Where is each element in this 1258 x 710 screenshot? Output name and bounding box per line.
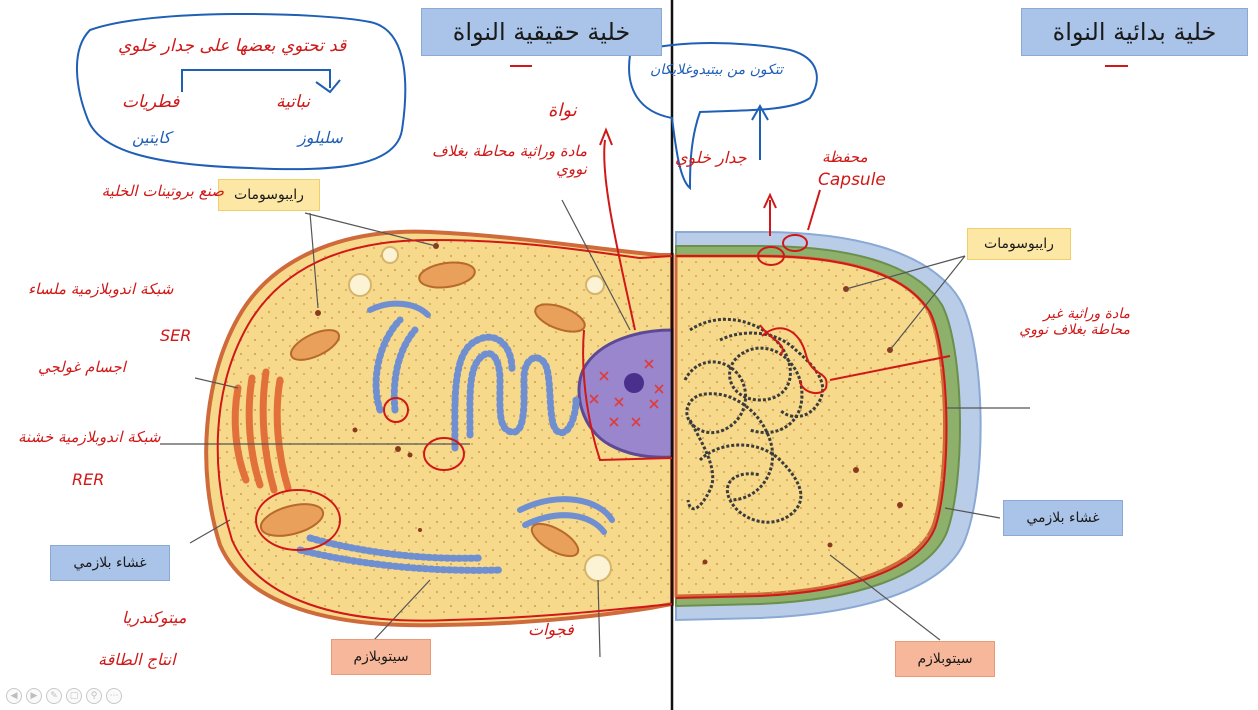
note-fungi: فطريات: [122, 92, 179, 112]
note-vacuoles: فجوات: [528, 620, 574, 639]
forward-icon[interactable]: ▶: [26, 688, 42, 704]
prokaryotic-cell: [676, 232, 981, 620]
note-cell-wall: قد تحتوي بعضها على جدار خلوي: [118, 36, 346, 56]
note-energy: انتاج الطاقة: [98, 650, 176, 669]
prokaryote-title: خلية بدائية النواة: [1021, 8, 1248, 56]
zoom-icon[interactable]: ⚲: [86, 688, 102, 704]
note-chitin: كايتين: [132, 128, 171, 147]
cytoplasm-label-right: سيتوبلازم: [895, 641, 995, 677]
ribosomes-label-right: رايبوسومات: [967, 228, 1071, 260]
note-capsule-en: Capsule: [818, 170, 886, 190]
plasma-membrane-label-left: غشاء بلازمي: [50, 545, 170, 581]
eukaryote-title: خلية حقيقية النواة: [421, 8, 662, 56]
note-prok-genetic-material: مادة وراثية غير محاطة بغلاف نووي: [1000, 306, 1130, 338]
back-icon[interactable]: ◀: [6, 688, 22, 704]
note-golgi: اجسام غولجي: [38, 358, 126, 376]
note-capsule-ar: محفظة: [822, 148, 868, 166]
note-protein-synthesis: صنع بروتينات الخلية: [74, 182, 224, 200]
note-ser-code: SER: [160, 326, 191, 345]
note-mitochondria: ميتوكندريا: [122, 608, 186, 627]
note-prok-cell-wall: جدار خلوي: [675, 148, 747, 167]
note-genetic-material: مادة وراثية محاطة بغلاف نووي: [412, 142, 587, 178]
cytoplasm-label-left: سيتوبلازم: [331, 639, 431, 675]
note-ser: شبكة اندوبلازمية ملساء: [28, 280, 173, 298]
more-icon[interactable]: ⋯: [106, 688, 122, 704]
plasma-membrane-label-right: غشاء بلازمي: [1003, 500, 1123, 536]
pages-icon[interactable]: ▢: [66, 688, 82, 704]
note-cellulose: سليلوز: [298, 128, 343, 147]
ribosomes-label-left: رايبوسومات: [218, 179, 320, 211]
note-rer: شبكة اندوبلازمية خشنة: [18, 428, 161, 446]
pen-icon[interactable]: ✎: [46, 688, 62, 704]
note-peptidoglycan: تتكون من ببتيدوغلايكان: [650, 62, 783, 78]
nucleolus: [624, 373, 644, 393]
note-rer-code: RER: [72, 470, 104, 489]
player-toolbar: ◀ ▶ ✎ ▢ ⚲ ⋯: [6, 688, 122, 704]
note-nucleus: نواة: [548, 100, 577, 121]
note-plants: نباتية: [276, 92, 310, 112]
